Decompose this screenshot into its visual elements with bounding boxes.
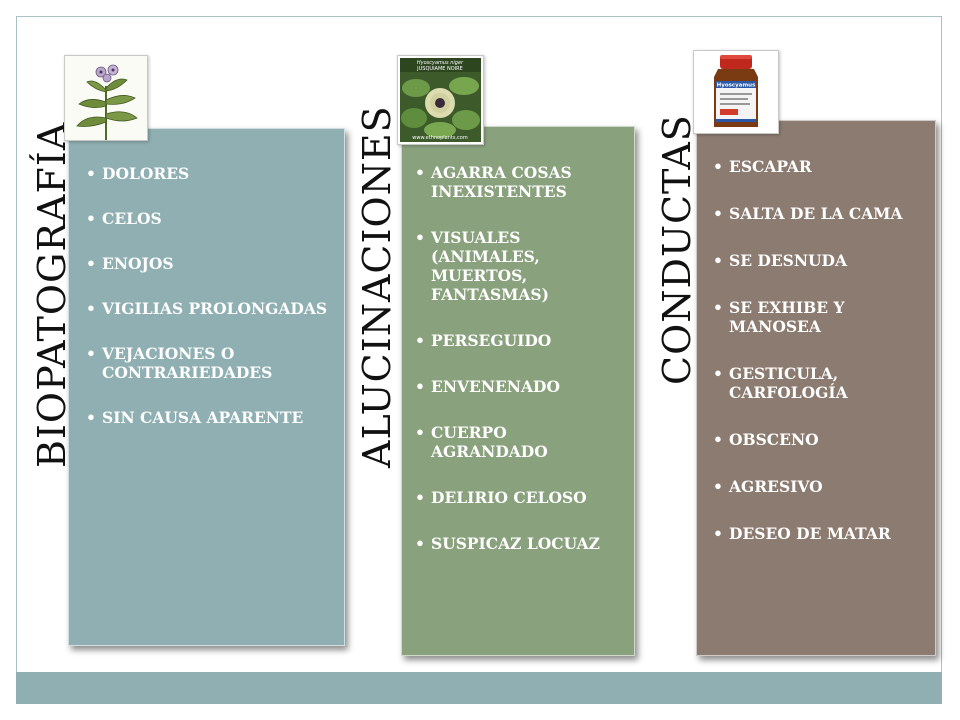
alucinaciones-list: AGARRA COSAS INEXISTENTES VISUALES (ANIM…: [402, 127, 634, 553]
alucinaciones-panel: AGARRA COSAS INEXISTENTES VISUALES (ANIM…: [401, 126, 635, 656]
list-item: VISUALES (ANIMALES, MUERTOS, FANTASMAS): [415, 228, 626, 304]
list-item: AGARRA COSAS INEXISTENTES: [415, 163, 626, 201]
conductas-panel: ESCAPAR SALTA DE LA CAMA SE DESNUDA SE E…: [696, 120, 936, 656]
plant-illustration-icon: [65, 56, 147, 140]
list-item: CELOS: [86, 209, 334, 228]
plant-illustration-image: [64, 55, 148, 141]
list-item: DELIRIO CELOSO: [415, 488, 626, 507]
footer-bar: [16, 672, 942, 704]
list-item: PERSEGUIDO: [415, 331, 626, 350]
list-item: SE DESNUDA: [713, 251, 927, 270]
list-item: CUERPO AGRANDADO: [415, 423, 626, 461]
plant-photo-icon: Hyoscyamus niger JUSQUIAME NOIRE www.eth…: [400, 58, 481, 142]
medicine-bottle-icon: Hyoscyamus: [694, 51, 778, 133]
list-item: ENVENENADO: [415, 377, 626, 396]
image-caption-latin: Hyoscyamus niger: [417, 60, 464, 66]
list-item: SE EXHIBE Y MANOSEA: [713, 298, 927, 336]
list-item: SALTA DE LA CAMA: [713, 204, 927, 223]
bottle-label-text: Hyoscyamus: [717, 83, 756, 89]
image-caption-name: JUSQUIAME NOIRE: [416, 66, 463, 72]
biopatografia-list: DOLORES CELOS ENOJOS VIGILIAS PROLONGADA…: [69, 129, 344, 427]
image-caption-url: www.ethnoplants.com: [412, 135, 468, 141]
conductas-list: ESCAPAR SALTA DE LA CAMA SE DESNUDA SE E…: [697, 121, 935, 543]
list-item: ESCAPAR: [713, 157, 927, 176]
biopatografia-panel: DOLORES CELOS ENOJOS VIGILIAS PROLONGADA…: [68, 128, 345, 646]
medicine-bottle-image: Hyoscyamus: [693, 50, 779, 134]
list-item: DESEO DE MATAR: [713, 524, 927, 543]
list-item: VEJACIONES O CONTRARIEDADES: [86, 344, 334, 382]
list-item: GESTICULA, CARFOLOGÍA: [713, 364, 927, 402]
heading-alucinaciones: ALUCINACIONES: [355, 105, 399, 468]
list-item: SUSPICAZ LOCUAZ: [415, 534, 626, 553]
list-item: VIGILIAS PROLONGADAS: [86, 299, 334, 318]
list-item: ENOJOS: [86, 254, 334, 273]
list-item: OBSCENO: [713, 430, 927, 449]
heading-conductas: CONDUCTAS: [655, 114, 699, 385]
list-item: DOLORES: [86, 164, 334, 183]
plant-photo-image: Hyoscyamus niger JUSQUIAME NOIRE www.eth…: [397, 55, 484, 145]
list-item: SIN CAUSA APARENTE: [86, 408, 334, 427]
list-item: AGRESIVO: [713, 477, 927, 496]
